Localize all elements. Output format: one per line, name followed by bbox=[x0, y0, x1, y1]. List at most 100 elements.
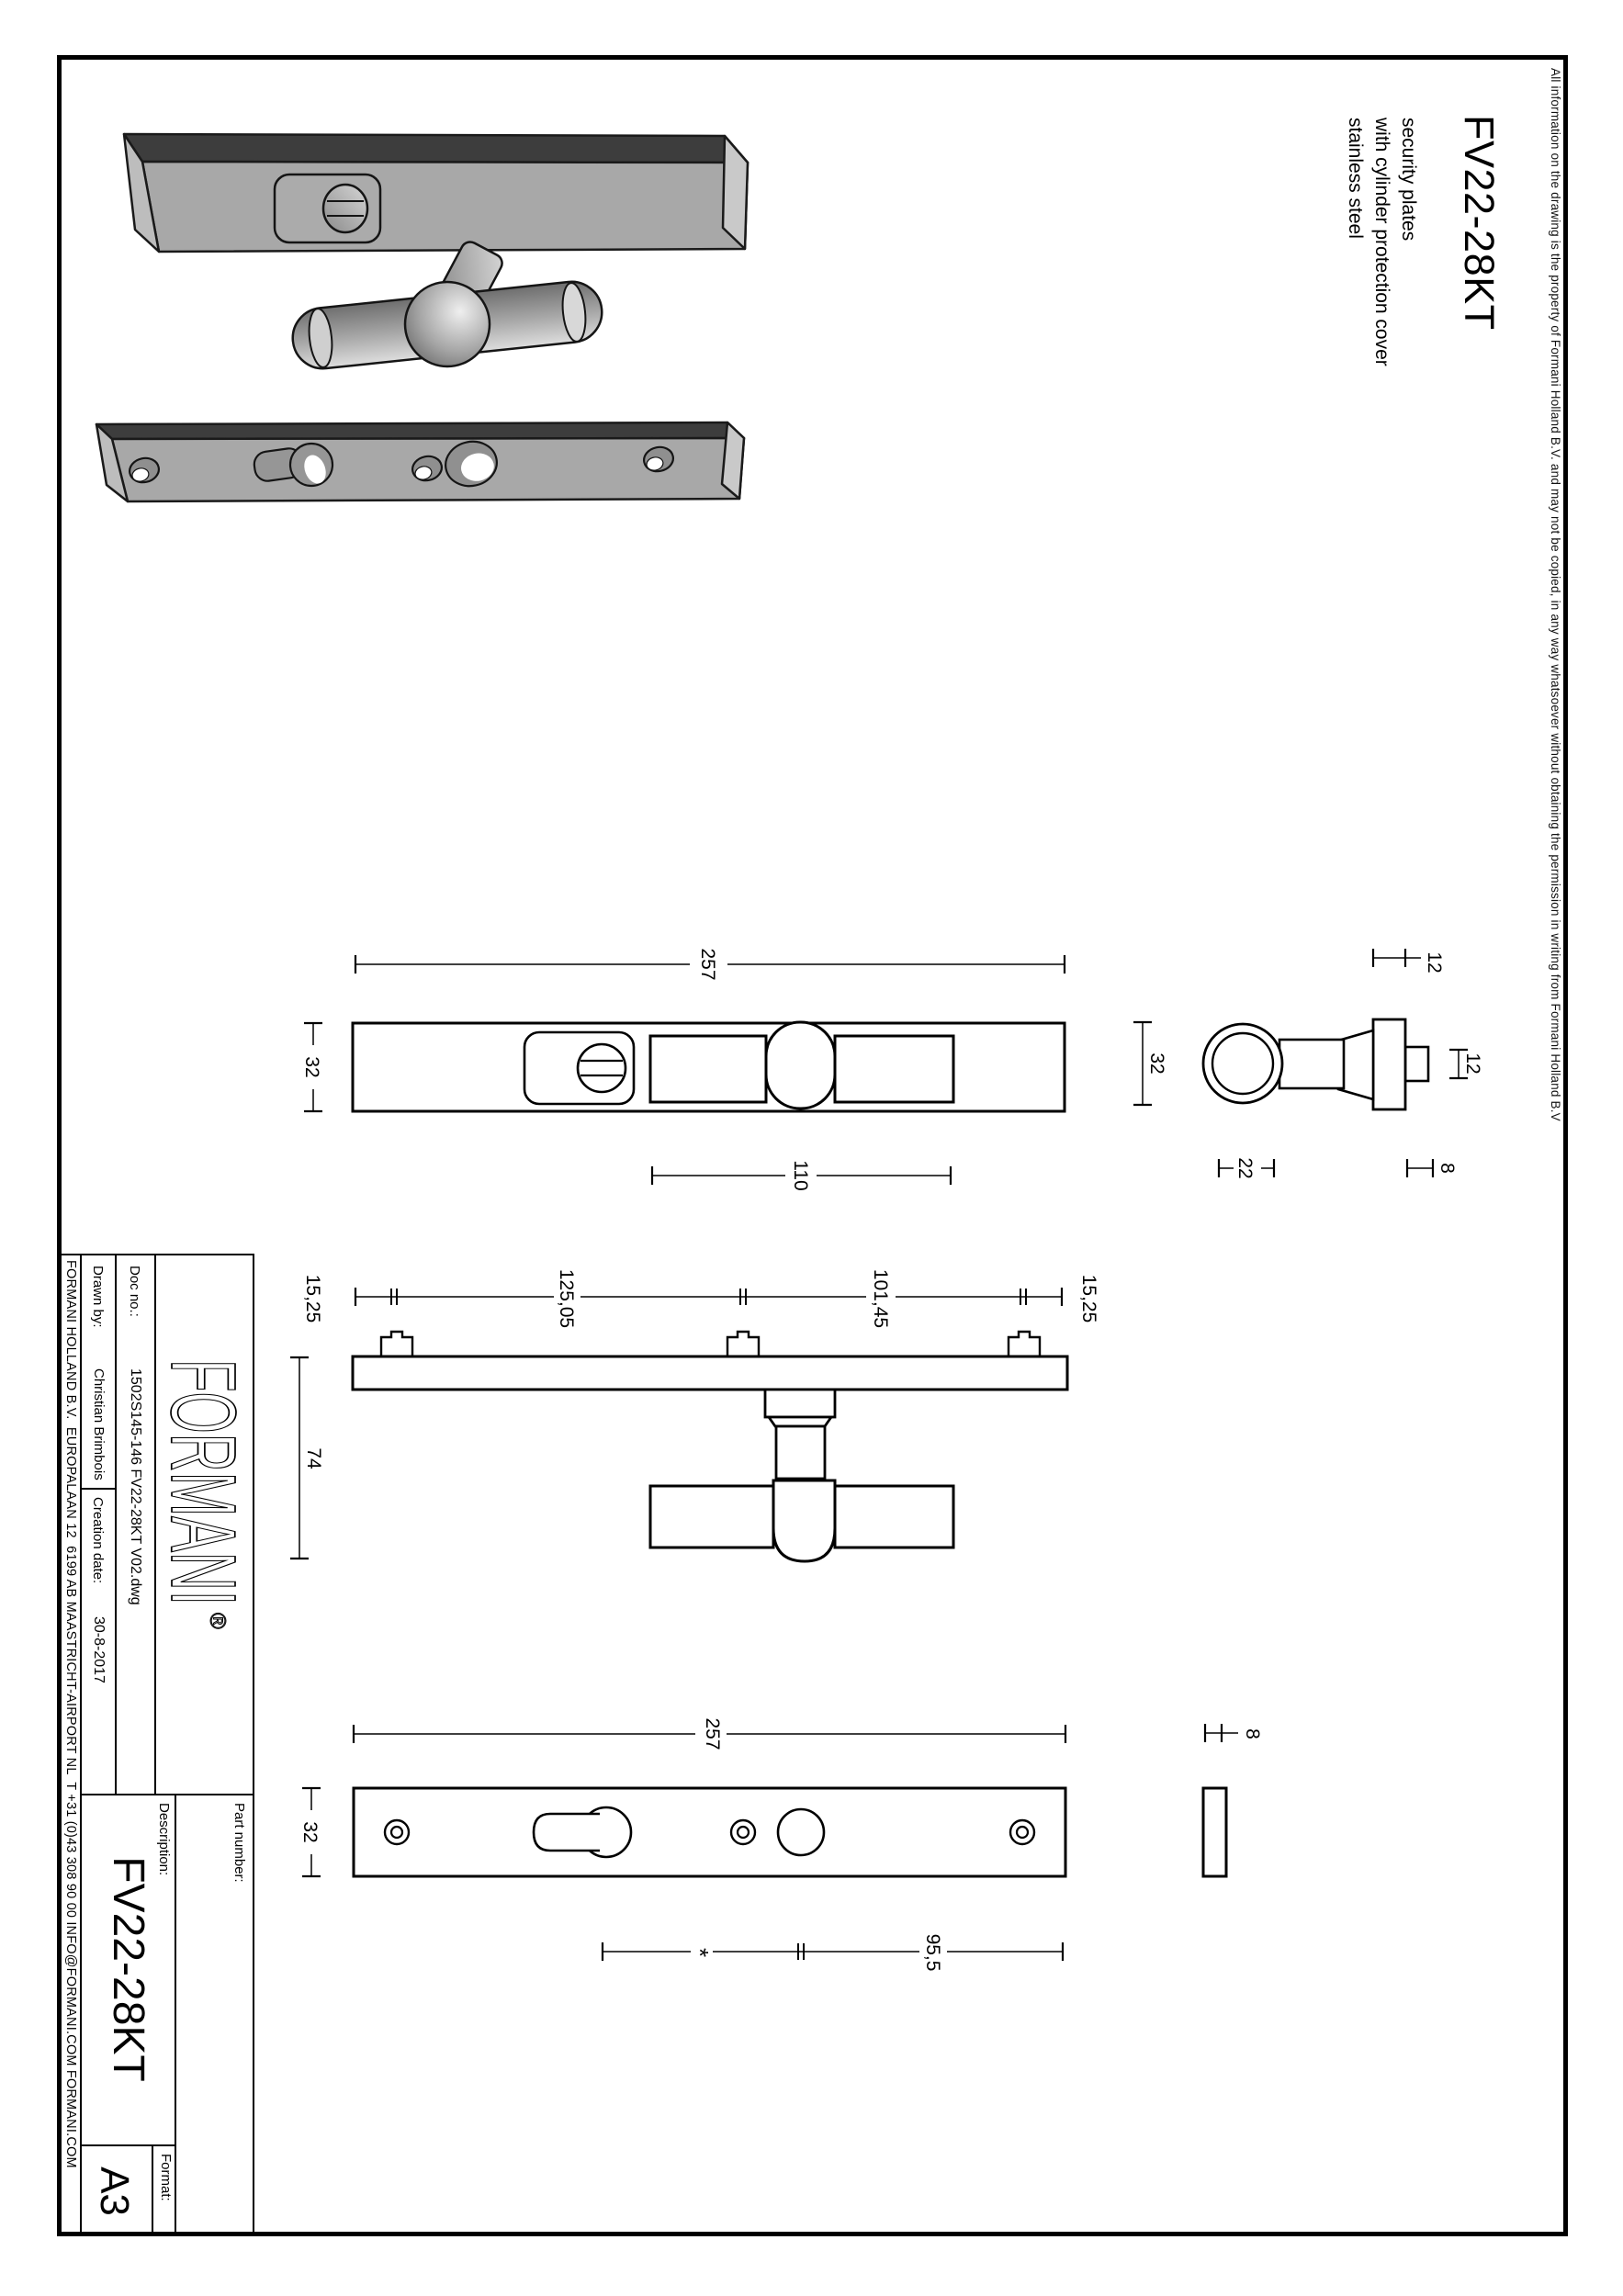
t-bar-side-knuckle bbox=[772, 1479, 837, 1563]
dim-fixing-b: 125,05 bbox=[556, 1269, 577, 1328]
iso-plate-bottom-face bbox=[122, 132, 161, 253]
description-label: Description: bbox=[156, 1803, 172, 1876]
dim-ticks bbox=[1449, 1048, 1468, 1080]
iso-plate2-end-face bbox=[720, 421, 746, 501]
dim-outside-width: 32 bbox=[299, 1821, 321, 1842]
knob-taper-side bbox=[766, 1415, 834, 1428]
dim-ticks bbox=[354, 1288, 1064, 1306]
fixing-clip bbox=[1007, 1330, 1042, 1356]
dim-depth: 74 bbox=[303, 1447, 324, 1469]
dim-ticks bbox=[1405, 1159, 1435, 1177]
dim-ticks bbox=[1203, 1724, 1223, 1742]
dim-ticks bbox=[290, 1356, 309, 1560]
doc-no-value: 1502S145-146 FV22-28KT V02.dwg bbox=[128, 1368, 143, 1605]
dim-neck-diameter: 22 bbox=[1234, 1157, 1256, 1178]
dim-ticks bbox=[650, 1166, 952, 1185]
knob-neck-side bbox=[763, 1388, 837, 1419]
format-value: A3 bbox=[92, 2167, 137, 2216]
front-view-inside-plate bbox=[351, 1020, 1066, 1113]
iso-t-bar-end-bottom bbox=[308, 308, 333, 368]
dim-pz-note: * bbox=[686, 1948, 714, 1957]
iso-keyhole bbox=[253, 442, 334, 488]
creation-date-value: 30-8-2017 bbox=[91, 1616, 107, 1683]
dim-break-ticks bbox=[390, 1289, 1027, 1305]
iso-view-outside-plate bbox=[95, 421, 746, 503]
description-value: FV22-28KT bbox=[104, 1856, 152, 2082]
cylinder-hole bbox=[776, 1807, 826, 1857]
dim-ticks bbox=[354, 955, 1066, 974]
dim-ticks bbox=[1217, 1159, 1276, 1177]
inside-plate-dimensions bbox=[304, 955, 1066, 1185]
t-bar-lower bbox=[648, 1034, 768, 1104]
knob-head-inner bbox=[1211, 1031, 1275, 1096]
dim-ticks bbox=[1371, 949, 1407, 967]
iso-plate-top-face bbox=[122, 132, 750, 164]
screw-hole-inner bbox=[389, 1825, 404, 1840]
tb-line bbox=[154, 1254, 156, 1795]
iso-t-bar-end-top bbox=[561, 282, 587, 343]
plate-edge-bar bbox=[1201, 1786, 1228, 1878]
dim-knob-diameter: 32 bbox=[1146, 1052, 1167, 1074]
dim-outside-thickness: 8 bbox=[1242, 1728, 1263, 1739]
screw-hole-inner bbox=[736, 1825, 750, 1840]
knob-spindle bbox=[1403, 1045, 1430, 1083]
dim-spindle-length: 12 bbox=[1462, 1052, 1483, 1074]
knob-stem-side bbox=[774, 1424, 827, 1480]
drawn-by-label: Drawn by: bbox=[90, 1266, 106, 1328]
dim-fixing-c: 101,45 bbox=[870, 1269, 891, 1328]
doc-no-label: Doc no.: bbox=[127, 1266, 142, 1317]
front-view-outside-plate bbox=[352, 1786, 1067, 1878]
dim-ticks bbox=[352, 1725, 1067, 1743]
outside-plate-outline bbox=[352, 1786, 1067, 1878]
iso-plate2-top-face bbox=[95, 421, 746, 441]
t-bar-upper bbox=[833, 1034, 955, 1104]
iso-view-inside-plate bbox=[122, 132, 750, 370]
plate-edge-view bbox=[1201, 1724, 1238, 1878]
iso-plate2-bottom-face bbox=[95, 422, 130, 503]
t-bar-knuckle bbox=[764, 1020, 837, 1110]
iso-plate-end-face bbox=[721, 134, 750, 251]
tb-line bbox=[152, 2144, 153, 2236]
dim-fixing-top: 15,25 bbox=[1078, 1275, 1099, 1323]
iso-thumbturn bbox=[321, 183, 369, 234]
dim-outside-length: 257 bbox=[702, 1717, 723, 1750]
iso-screw-hole bbox=[411, 455, 443, 482]
dim-fixing-bottom: 15,25 bbox=[302, 1275, 323, 1323]
knob-profile-view bbox=[1201, 1018, 1430, 1111]
dim-rosette-thickness: 12 bbox=[1424, 951, 1445, 973]
tb-line bbox=[80, 1254, 82, 2236]
thumbturn-slot bbox=[580, 1059, 623, 1077]
thumbturn-escutcheon bbox=[523, 1030, 636, 1106]
tb-line bbox=[115, 1254, 117, 1795]
knob-neck bbox=[1278, 1038, 1346, 1090]
dim-ticks bbox=[1133, 1020, 1152, 1107]
format-label: Format: bbox=[158, 2154, 174, 2201]
creation-date-label: Creation date: bbox=[90, 1497, 106, 1584]
dim-ticks bbox=[601, 1942, 1065, 1961]
t-bar-side-upper bbox=[833, 1484, 955, 1549]
section-view-dimensions bbox=[290, 1288, 1064, 1560]
iso-thumbturn-slot bbox=[327, 200, 364, 217]
tb-line bbox=[175, 1794, 176, 2236]
outside-plate-dimensions bbox=[302, 1725, 1067, 1961]
dim-ticks bbox=[304, 1021, 322, 1113]
thumbturn-front bbox=[576, 1042, 627, 1094]
iso-screw-hole bbox=[129, 456, 160, 484]
tb-line bbox=[60, 1254, 254, 1255]
dim-break-ticks bbox=[797, 1943, 805, 1960]
part-number-label: Part number: bbox=[231, 1803, 247, 1883]
knob-rosette-edge bbox=[1371, 1018, 1407, 1111]
dim-handle-length: 110 bbox=[790, 1160, 811, 1190]
t-bar-side-lower bbox=[648, 1484, 775, 1549]
iso-screw-hole bbox=[643, 445, 674, 473]
iso-cylinder-hole bbox=[445, 440, 498, 488]
dim-inside-width: 32 bbox=[301, 1056, 322, 1077]
iso-knob-ball bbox=[403, 280, 491, 368]
screw-hole-inner bbox=[1015, 1825, 1030, 1840]
fixing-clip bbox=[379, 1330, 414, 1356]
formani-logo: FORMANI ® bbox=[151, 1358, 255, 1629]
dim-pz-distance: 95,5 bbox=[922, 1934, 943, 1972]
